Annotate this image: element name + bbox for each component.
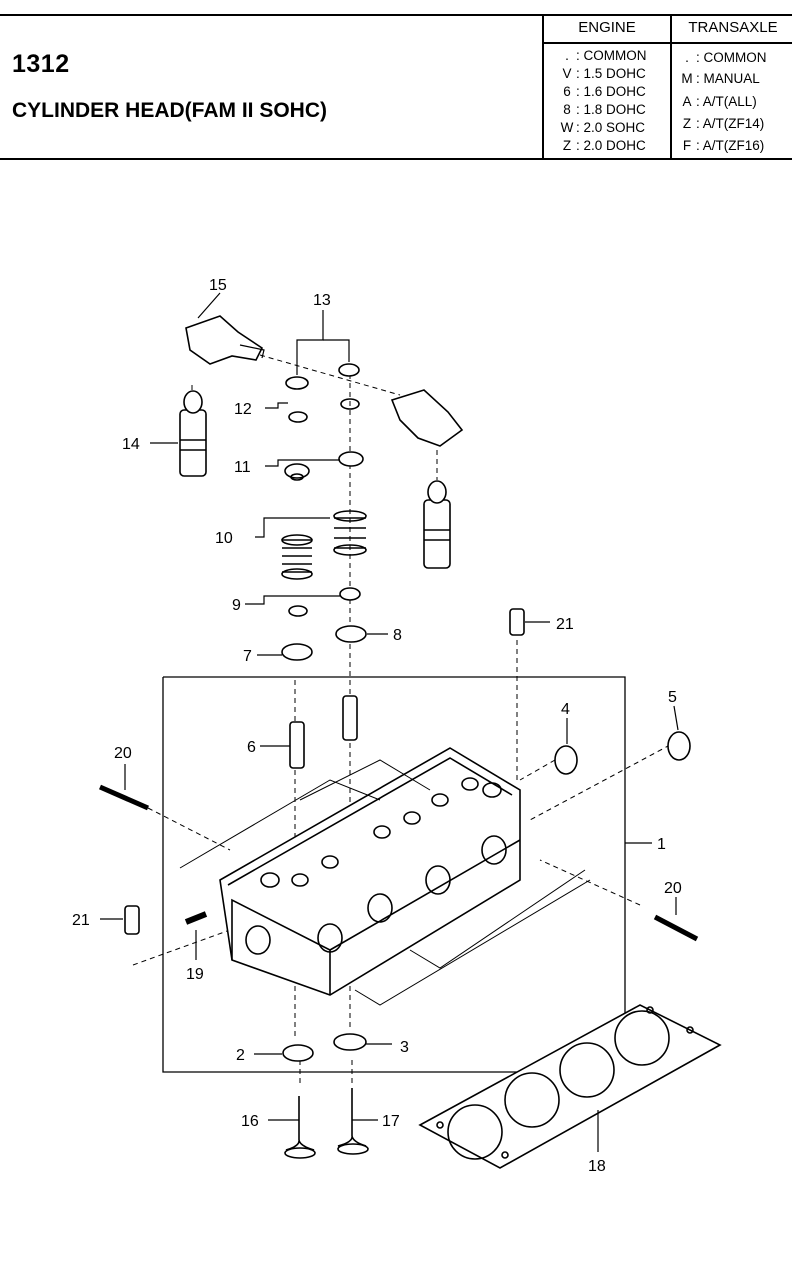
callout-5: 5 (668, 689, 677, 706)
engine-column-header: ENGINE (578, 19, 636, 36)
header-bottom-rule (0, 158, 792, 160)
engine-option: 6: 1.6 DOHC (563, 84, 646, 99)
dowel-pin-left (124, 905, 140, 935)
callout-15: 15 (209, 277, 227, 294)
callout-14: 14 (122, 436, 140, 453)
parts-header: 1312 CYLINDER HEAD(FAM II SOHC) ENGINE T… (0, 0, 792, 160)
stud-left (98, 784, 150, 811)
bolt-19 (184, 911, 208, 925)
exploded-parts-diagram: 1 2 3 4 5 6 7 8 9 10 11 12 13 14 15 16 1… (72, 277, 722, 1175)
callout-20-left: 20 (114, 745, 132, 762)
valve-seat-2 (282, 1044, 314, 1062)
callout-20-right: 20 (664, 880, 682, 897)
callout-2: 2 (236, 1047, 245, 1064)
callout-10: 10 (215, 530, 233, 547)
callout-9: 9 (232, 597, 241, 614)
transaxle-option: A: A/T(ALL) (682, 94, 757, 109)
head-gasket (418, 1004, 722, 1169)
transaxle-option: M: MANUAL (681, 71, 760, 86)
exhaust-valve (337, 1088, 369, 1155)
plug-5 (667, 731, 691, 761)
transaxle-option: F: A/T(ZF16) (682, 138, 765, 153)
rocker-arm-left (185, 315, 264, 365)
valve-seat-3 (333, 1033, 367, 1051)
valve-train-right (333, 363, 367, 741)
callout-6: 6 (247, 739, 256, 756)
intake-valve (284, 1096, 316, 1159)
hydraulic-lifter-left (179, 390, 207, 477)
plug-4 (554, 745, 578, 775)
callout-4: 4 (561, 701, 570, 718)
callout-19: 19 (186, 966, 204, 983)
hydraulic-lifter-right (423, 480, 451, 569)
callout-1: 1 (657, 836, 666, 853)
callout-12: 12 (234, 401, 252, 418)
cylinder-head (219, 747, 521, 996)
callout-21-left: 21 (72, 912, 90, 929)
callout-16: 16 (241, 1113, 259, 1130)
part-group-title: CYLINDER HEAD(FAM II SOHC) (12, 99, 327, 122)
engine-option: Z: 2.0 DOHC (562, 138, 646, 153)
legend-header-divider (544, 42, 792, 44)
callout-13: 13 (313, 292, 331, 309)
legend-table: ENGINE TRANSAXLE .: COMMON V: 1.5 DOHC 6… (542, 16, 792, 158)
legend-column-divider (670, 16, 672, 158)
callout-7: 7 (243, 648, 252, 665)
stud-right (653, 914, 699, 942)
engine-option: V: 1.5 DOHC (562, 66, 646, 81)
transaxle-option: .: COMMON (685, 50, 767, 65)
engine-option: 8: 1.8 DOHC (563, 102, 646, 117)
callout-18: 18 (588, 1158, 606, 1175)
dowel-pin-right (509, 608, 525, 636)
engine-option: W: 2.0 SOHC (560, 120, 646, 135)
callout-17: 17 (382, 1113, 400, 1130)
rocker-arm-right (390, 389, 464, 447)
callout-11: 11 (234, 459, 251, 476)
transaxle-column-header: TRANSAXLE (688, 19, 778, 36)
header-top-rule (0, 14, 792, 16)
callout-8: 8 (393, 627, 402, 644)
valve-train-left (281, 376, 313, 769)
callout-21-right: 21 (556, 616, 574, 633)
callout-3: 3 (400, 1039, 409, 1056)
transaxle-option: Z: A/T(ZF14) (682, 116, 765, 131)
part-group-code: 1312 (12, 50, 70, 78)
engine-option: .: COMMON (565, 48, 647, 63)
